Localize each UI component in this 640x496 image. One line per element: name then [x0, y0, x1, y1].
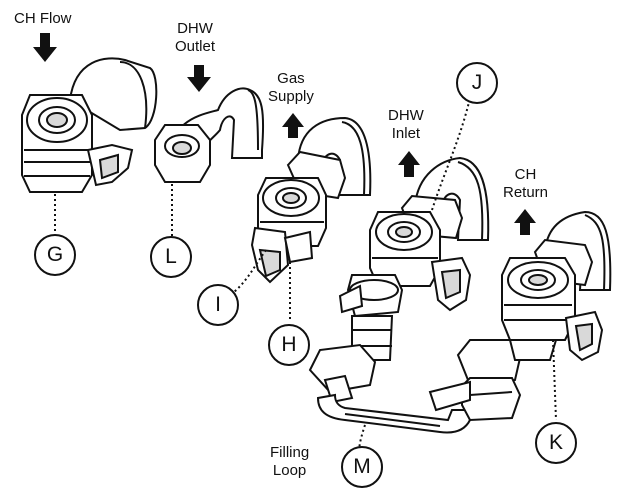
filling-loop [308, 274, 522, 434]
label-gas-supply: Gas Supply [268, 70, 314, 105]
label-ch-flow: CH Flow [14, 10, 72, 27]
pipe-dhw-outlet [154, 87, 265, 183]
callout-l: L [150, 236, 192, 278]
valve-dhw-inlet [369, 156, 490, 312]
callout-i: I [197, 284, 239, 326]
arrow-gas-supply [282, 113, 304, 138]
arrow-dhw-inlet [398, 151, 420, 177]
arrow-dhw-outlet [187, 65, 211, 92]
valve-gas-supply [250, 116, 372, 284]
label-filling-loop: Filling Loop [270, 444, 310, 479]
label-dhw-inlet: DHW Inlet [388, 107, 424, 142]
callout-m: M [341, 446, 383, 488]
valve-ch-flow [21, 57, 158, 193]
callout-j: J [456, 62, 498, 104]
label-ch-return: CH Return [503, 166, 549, 201]
callout-h: H [268, 324, 310, 366]
arrow-ch-return [514, 209, 536, 235]
callout-k: K [535, 422, 577, 464]
arrow-ch-flow [33, 33, 57, 62]
label-dhw-outlet: DHW Outlet [175, 20, 216, 55]
valve-ch-return [501, 210, 612, 362]
callout-g: G [34, 234, 76, 276]
